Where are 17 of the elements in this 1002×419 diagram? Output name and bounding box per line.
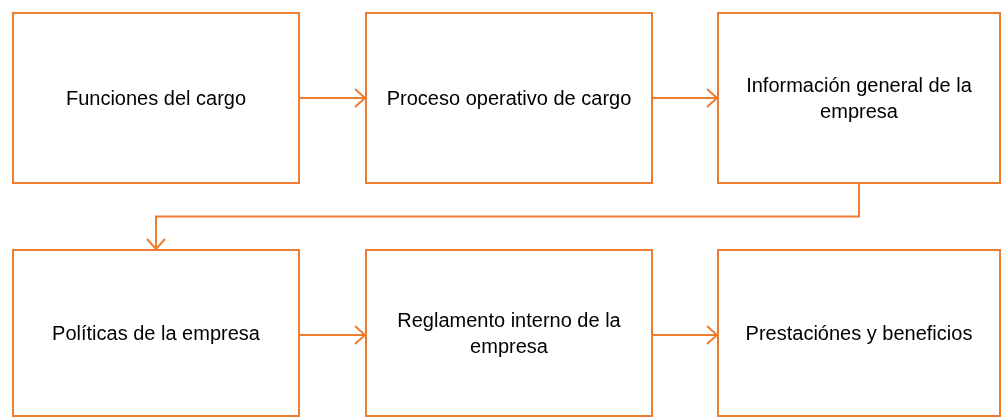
arrow <box>146 183 860 250</box>
arrow <box>652 88 718 108</box>
process-box <box>12 249 300 417</box>
process-box <box>365 12 653 184</box>
process-box <box>365 249 653 417</box>
box-label: Proceso operativo de cargo <box>386 86 632 111</box>
process-box <box>717 249 1001 417</box>
box-label: Políticas de la empresa <box>52 321 260 346</box>
arrow <box>652 325 718 345</box>
box-label: Prestaciónes y beneficios <box>745 321 973 346</box>
arrow <box>299 325 366 345</box>
box-label: Reglamento interno de la empresa <box>396 308 622 359</box>
arrow <box>299 88 366 108</box>
process-box <box>12 12 300 184</box>
box-label: Funciones del cargo <box>65 86 247 111</box>
process-box <box>717 12 1001 184</box>
box-label: Información general de la empresa <box>745 73 973 124</box>
